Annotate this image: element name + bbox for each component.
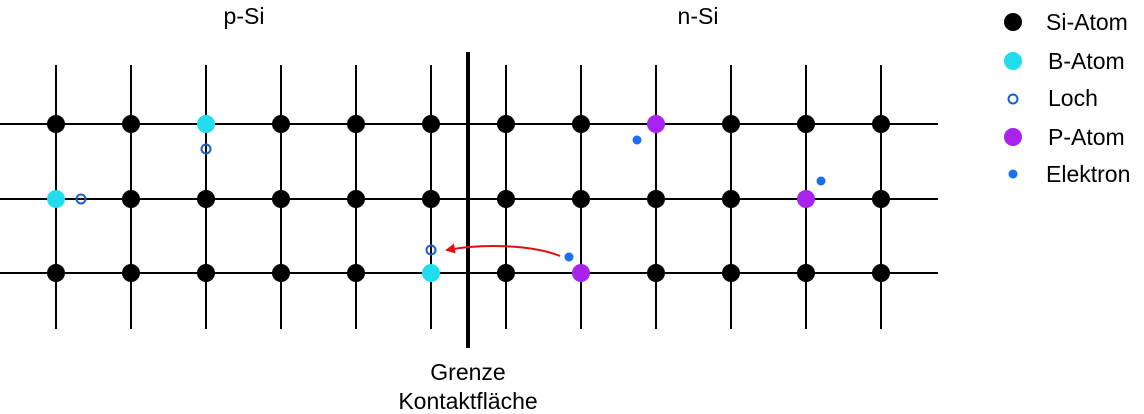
- legend-electron-label: Elektron: [1046, 161, 1130, 187]
- p-si-label: p-Si: [224, 3, 265, 29]
- si-atom: [197, 264, 215, 282]
- legend-b-atom-label: B-Atom: [1048, 48, 1125, 74]
- si-atom: [347, 264, 365, 282]
- si-atom: [872, 190, 890, 208]
- legend-p-atom-icon: [1004, 128, 1022, 146]
- electron-marker: [816, 176, 826, 186]
- b-atom: [47, 190, 65, 208]
- si-atom: [497, 264, 515, 282]
- legend-si-atom-label: Si-Atom: [1046, 9, 1128, 35]
- si-atom: [722, 115, 740, 133]
- si-atom: [722, 190, 740, 208]
- si-atom: [647, 264, 665, 282]
- si-atom: [347, 115, 365, 133]
- b-atom: [422, 264, 440, 282]
- si-atom: [47, 264, 65, 282]
- si-atom: [122, 264, 140, 282]
- b-atom: [197, 115, 215, 133]
- legend-si-atom-icon: [1004, 13, 1022, 31]
- p-atom: [572, 264, 590, 282]
- si-atom: [272, 264, 290, 282]
- electron-transfer-arrow: [445, 243, 561, 257]
- boundary-label-grenze: Grenze: [430, 359, 505, 385]
- si-atom: [572, 115, 590, 133]
- hole-marker: [200, 143, 212, 155]
- legend: Si-Atom B-Atom Loch P-Atom Elektron: [1004, 9, 1130, 187]
- n-si-label: n-Si: [678, 3, 719, 29]
- p-atom: [797, 190, 815, 208]
- si-atom: [422, 190, 440, 208]
- si-atom: [572, 190, 590, 208]
- p-atom: [647, 115, 665, 133]
- si-atom: [497, 115, 515, 133]
- si-atom: [47, 115, 65, 133]
- si-atom: [872, 115, 890, 133]
- legend-b-atom-icon: [1004, 52, 1022, 70]
- si-atom: [197, 190, 215, 208]
- si-atom: [422, 115, 440, 133]
- si-atom: [347, 190, 365, 208]
- si-atom: [647, 190, 665, 208]
- boundary-label-kontaktflaeche: Kontaktfläche: [398, 388, 537, 414]
- electron-marker: [632, 135, 642, 145]
- hole-marker: [75, 193, 87, 205]
- charge-carriers: [75, 135, 826, 262]
- si-atom: [272, 115, 290, 133]
- si-atom: [272, 190, 290, 208]
- si-atom: [497, 190, 515, 208]
- si-atom: [797, 115, 815, 133]
- legend-hole-icon: [1007, 93, 1019, 105]
- si-atom: [722, 264, 740, 282]
- legend-hole-label: Loch: [1048, 85, 1098, 111]
- electron-marker: [564, 252, 574, 262]
- si-atom: [872, 264, 890, 282]
- hole-marker: [425, 244, 437, 256]
- legend-electron-icon: [1008, 169, 1018, 179]
- si-atom: [797, 264, 815, 282]
- si-atom: [122, 190, 140, 208]
- legend-p-atom-label: P-Atom: [1048, 124, 1125, 150]
- lattice-atoms: [47, 115, 890, 282]
- si-atom: [122, 115, 140, 133]
